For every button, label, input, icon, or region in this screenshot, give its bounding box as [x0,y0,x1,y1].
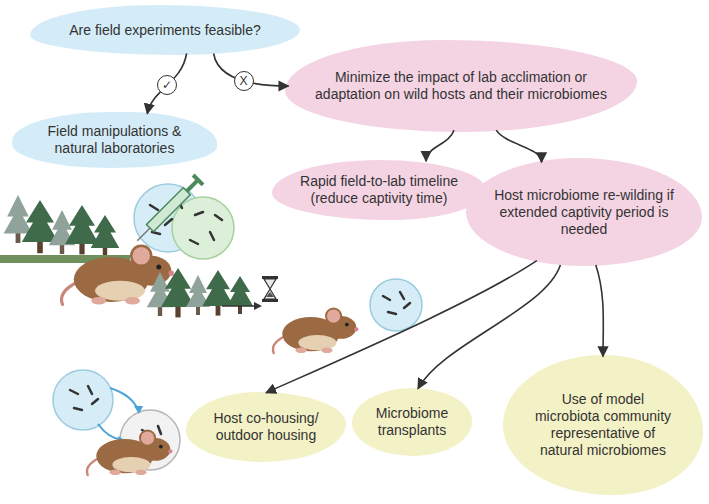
mouse-illustration [273,308,359,353]
node-text-group: Field manipulations & natural laboratori… [34,123,195,157]
flow-arrow [596,265,604,356]
process-blob: Are field experiments feasible? [30,5,300,55]
flow-arrow [426,130,454,161]
time-arrow [222,302,262,310]
process-blob: Host microbiome re-wilding if extended c… [466,158,702,266]
node-text-group: Use of model microbiota community repres… [529,391,677,459]
microbiome-circle [370,279,422,331]
node-text: Use of model microbiota community repres… [529,391,677,459]
process-blob: Rapid field-to-lab timeline (reduce capt… [272,160,486,220]
process-blob: Microbiome transplants [352,388,472,456]
node-text-group: Rapid field-to-lab timeline (reduce capt… [282,173,476,207]
forest-trees [0,195,130,263]
hourglass [262,276,278,302]
node-text: Field manipulations & natural laboratori… [34,123,195,157]
decision-badge: X [234,71,254,91]
node-text-group: Minimize the impact of lab acclimation o… [315,69,607,103]
node-text-group: Host co-housing/ outdoor housing [200,410,332,444]
node-text: Host microbiome re-wilding if extended c… [490,187,678,238]
edge-label: ✓ [162,78,172,92]
flow-arrow [266,261,537,393]
node-text: Minimize the impact of lab acclimation o… [315,69,607,103]
decision-badge: ✓ [157,75,177,95]
flow-arrow [496,130,541,162]
node-text: Microbiome transplants [364,405,460,439]
node-text: Are field experiments feasible? [69,22,260,39]
mouse-illustration [87,430,173,475]
node-text: Rapid field-to-lab timeline (reduce capt… [282,173,476,207]
syringe [132,174,204,246]
node-text-group: Microbiome transplants [364,405,460,439]
process-blob: Use of model microbiota community repres… [503,355,703,495]
flow-arrow [147,54,186,114]
node-text-group: Host microbiome re-wilding if extended c… [490,187,678,238]
process-blob: Host co-housing/ outdoor housing [186,392,346,462]
process-blob: Minimize the impact of lab acclimation o… [285,40,637,132]
forest-trees [147,268,253,317]
edge-label: X [240,74,248,88]
process-blob: Field manipulations & natural laboratori… [12,112,217,168]
node-text-group: Are field experiments feasible? [69,22,260,39]
node-text: Host co-housing/ outdoor housing [200,410,332,444]
